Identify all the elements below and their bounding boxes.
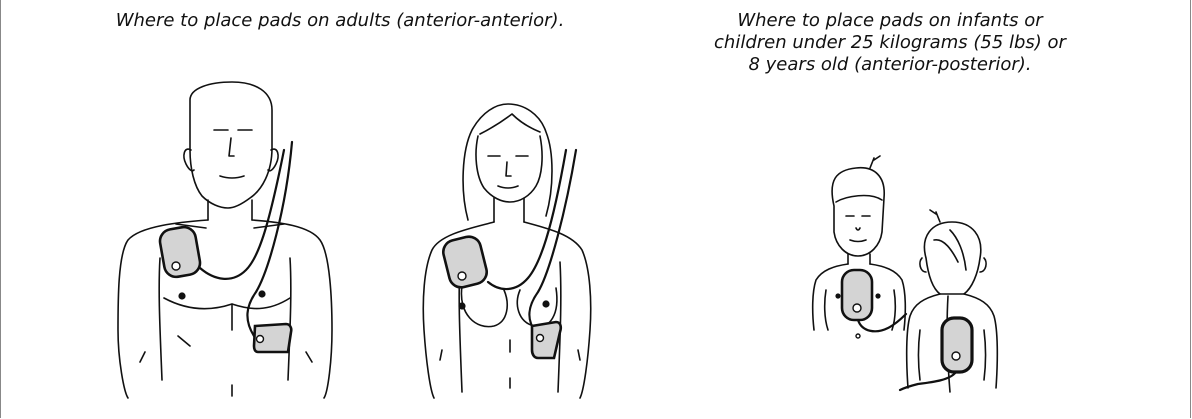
female-upper-right-pad (441, 234, 489, 290)
child-back-figure (900, 210, 997, 392)
female-right-nipple (542, 300, 549, 307)
female-pad-cable (488, 150, 566, 289)
female-left-nipple (458, 302, 465, 309)
male-right-nipple (258, 290, 265, 297)
male-neck (208, 200, 252, 220)
male-left-nipple (178, 292, 185, 299)
male-upper-right-pad (158, 225, 202, 279)
child-back-pad-cable (900, 372, 956, 390)
adult-female-figure (423, 104, 590, 398)
male-torso-outline (118, 220, 332, 398)
child-front-figure (813, 156, 906, 338)
child-back-pad (942, 318, 972, 372)
adult-male-figure (118, 82, 332, 398)
child-front-head-outline (832, 168, 884, 256)
female-face-outline (476, 136, 542, 202)
